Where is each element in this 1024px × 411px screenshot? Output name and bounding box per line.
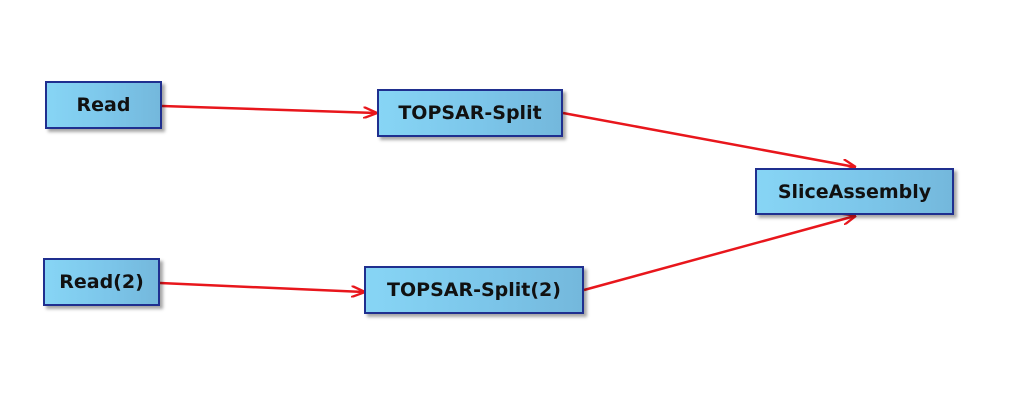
node-sliceassembly-label: SliceAssembly bbox=[777, 180, 932, 203]
node-read2-label: Read(2) bbox=[59, 271, 144, 293]
node-topsar-split-label: TOPSAR-Split bbox=[398, 102, 542, 124]
node-topsar-split2-label: TOPSAR-Split(2) bbox=[387, 279, 561, 301]
edge-read-to-topsar-split bbox=[161, 104, 376, 113]
node-topsar-split[interactable]: TOPSAR-Split bbox=[377, 89, 563, 137]
edge-topsar-split-to-sliceassembly bbox=[562, 111, 855, 167]
node-sliceassembly[interactable]: SliceAssembly bbox=[755, 168, 954, 215]
node-read[interactable]: Read bbox=[45, 81, 162, 129]
node-read-label: Read bbox=[76, 94, 131, 116]
node-read2[interactable]: Read(2) bbox=[43, 258, 160, 306]
edge-read2-to-topsar-split2 bbox=[159, 281, 364, 292]
edge-topsar-split2-to-sliceassembly bbox=[583, 216, 855, 292]
node-topsar-split2[interactable]: TOPSAR-Split(2) bbox=[364, 266, 584, 314]
